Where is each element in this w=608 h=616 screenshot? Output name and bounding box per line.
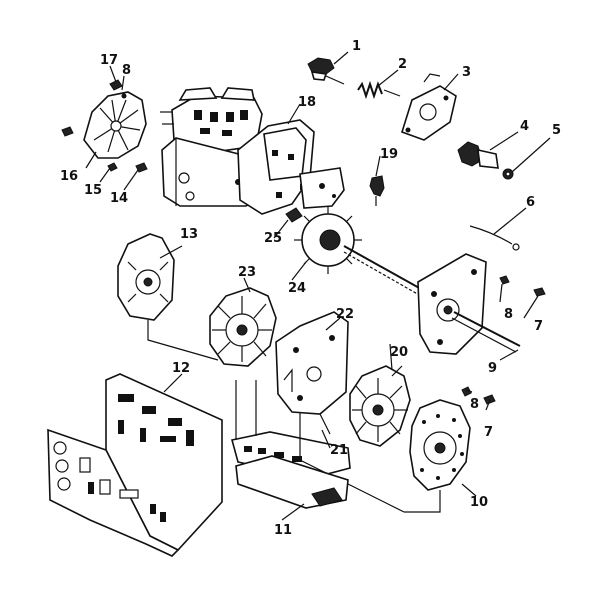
callout-12: 12 (172, 361, 190, 376)
callout-8c: 8 (470, 397, 479, 412)
part-10-cam-disc (404, 399, 471, 513)
part-3-bracket (401, 73, 457, 141)
part-16-gear-plate (83, 91, 147, 159)
callout-7a: 7 (534, 319, 543, 334)
callout-10: 10 (470, 495, 488, 510)
callout-11: 11 (274, 523, 292, 538)
part-4-shaft (457, 141, 499, 169)
part-22-plate (275, 311, 349, 435)
callout-13: 13 (180, 227, 198, 242)
callout-23: 23 (238, 265, 256, 280)
callout-9: 9 (488, 361, 497, 376)
part-18-housing (237, 119, 345, 215)
callout-17: 17 (100, 53, 118, 68)
callout-19: 19 (380, 147, 398, 162)
callout-4: 4 (520, 119, 529, 134)
callout-16: 16 (60, 169, 78, 184)
screws-right (461, 275, 546, 405)
part-switch-block (160, 87, 263, 155)
callout-8a: 8 (122, 63, 131, 78)
callout-2: 2 (398, 57, 407, 72)
small-screws-left (61, 79, 148, 173)
callout-6: 6 (526, 195, 535, 210)
part-2-spring (357, 80, 401, 100)
callout-22: 22 (336, 307, 354, 322)
callout-25: 25 (264, 231, 282, 246)
part-12-chassis (47, 373, 223, 557)
callout-20: 20 (390, 345, 408, 360)
part-5-nut (502, 168, 514, 180)
part-23-cam-wheel (209, 287, 277, 367)
callout-7b: 7 (484, 425, 493, 440)
part-mounting-plate (417, 253, 521, 355)
part-24-gear (294, 206, 431, 301)
part-19-clip (369, 175, 385, 206)
callout-15: 15 (84, 183, 102, 198)
callout-21: 21 (330, 443, 348, 458)
part-25-clip (285, 207, 303, 223)
part-1-knob (307, 57, 345, 85)
callout-24: 24 (288, 281, 306, 296)
part-11-slide-bar (235, 455, 349, 509)
part-13-cam-plate (117, 233, 219, 361)
part-20-star-wheel (349, 365, 411, 447)
leader-lines (85, 51, 551, 521)
part-6-wire (469, 225, 520, 251)
callout-18: 18 (298, 95, 316, 110)
callout-5: 5 (552, 123, 561, 138)
callout-14: 14 (110, 191, 128, 206)
callout-3: 3 (462, 65, 471, 80)
callout-8b: 8 (504, 307, 513, 322)
callout-1: 1 (352, 39, 361, 54)
callout-labels: 1 2 3 4 5 6 7 7 8 8 8 9 10 11 12 13 14 1… (60, 39, 561, 538)
